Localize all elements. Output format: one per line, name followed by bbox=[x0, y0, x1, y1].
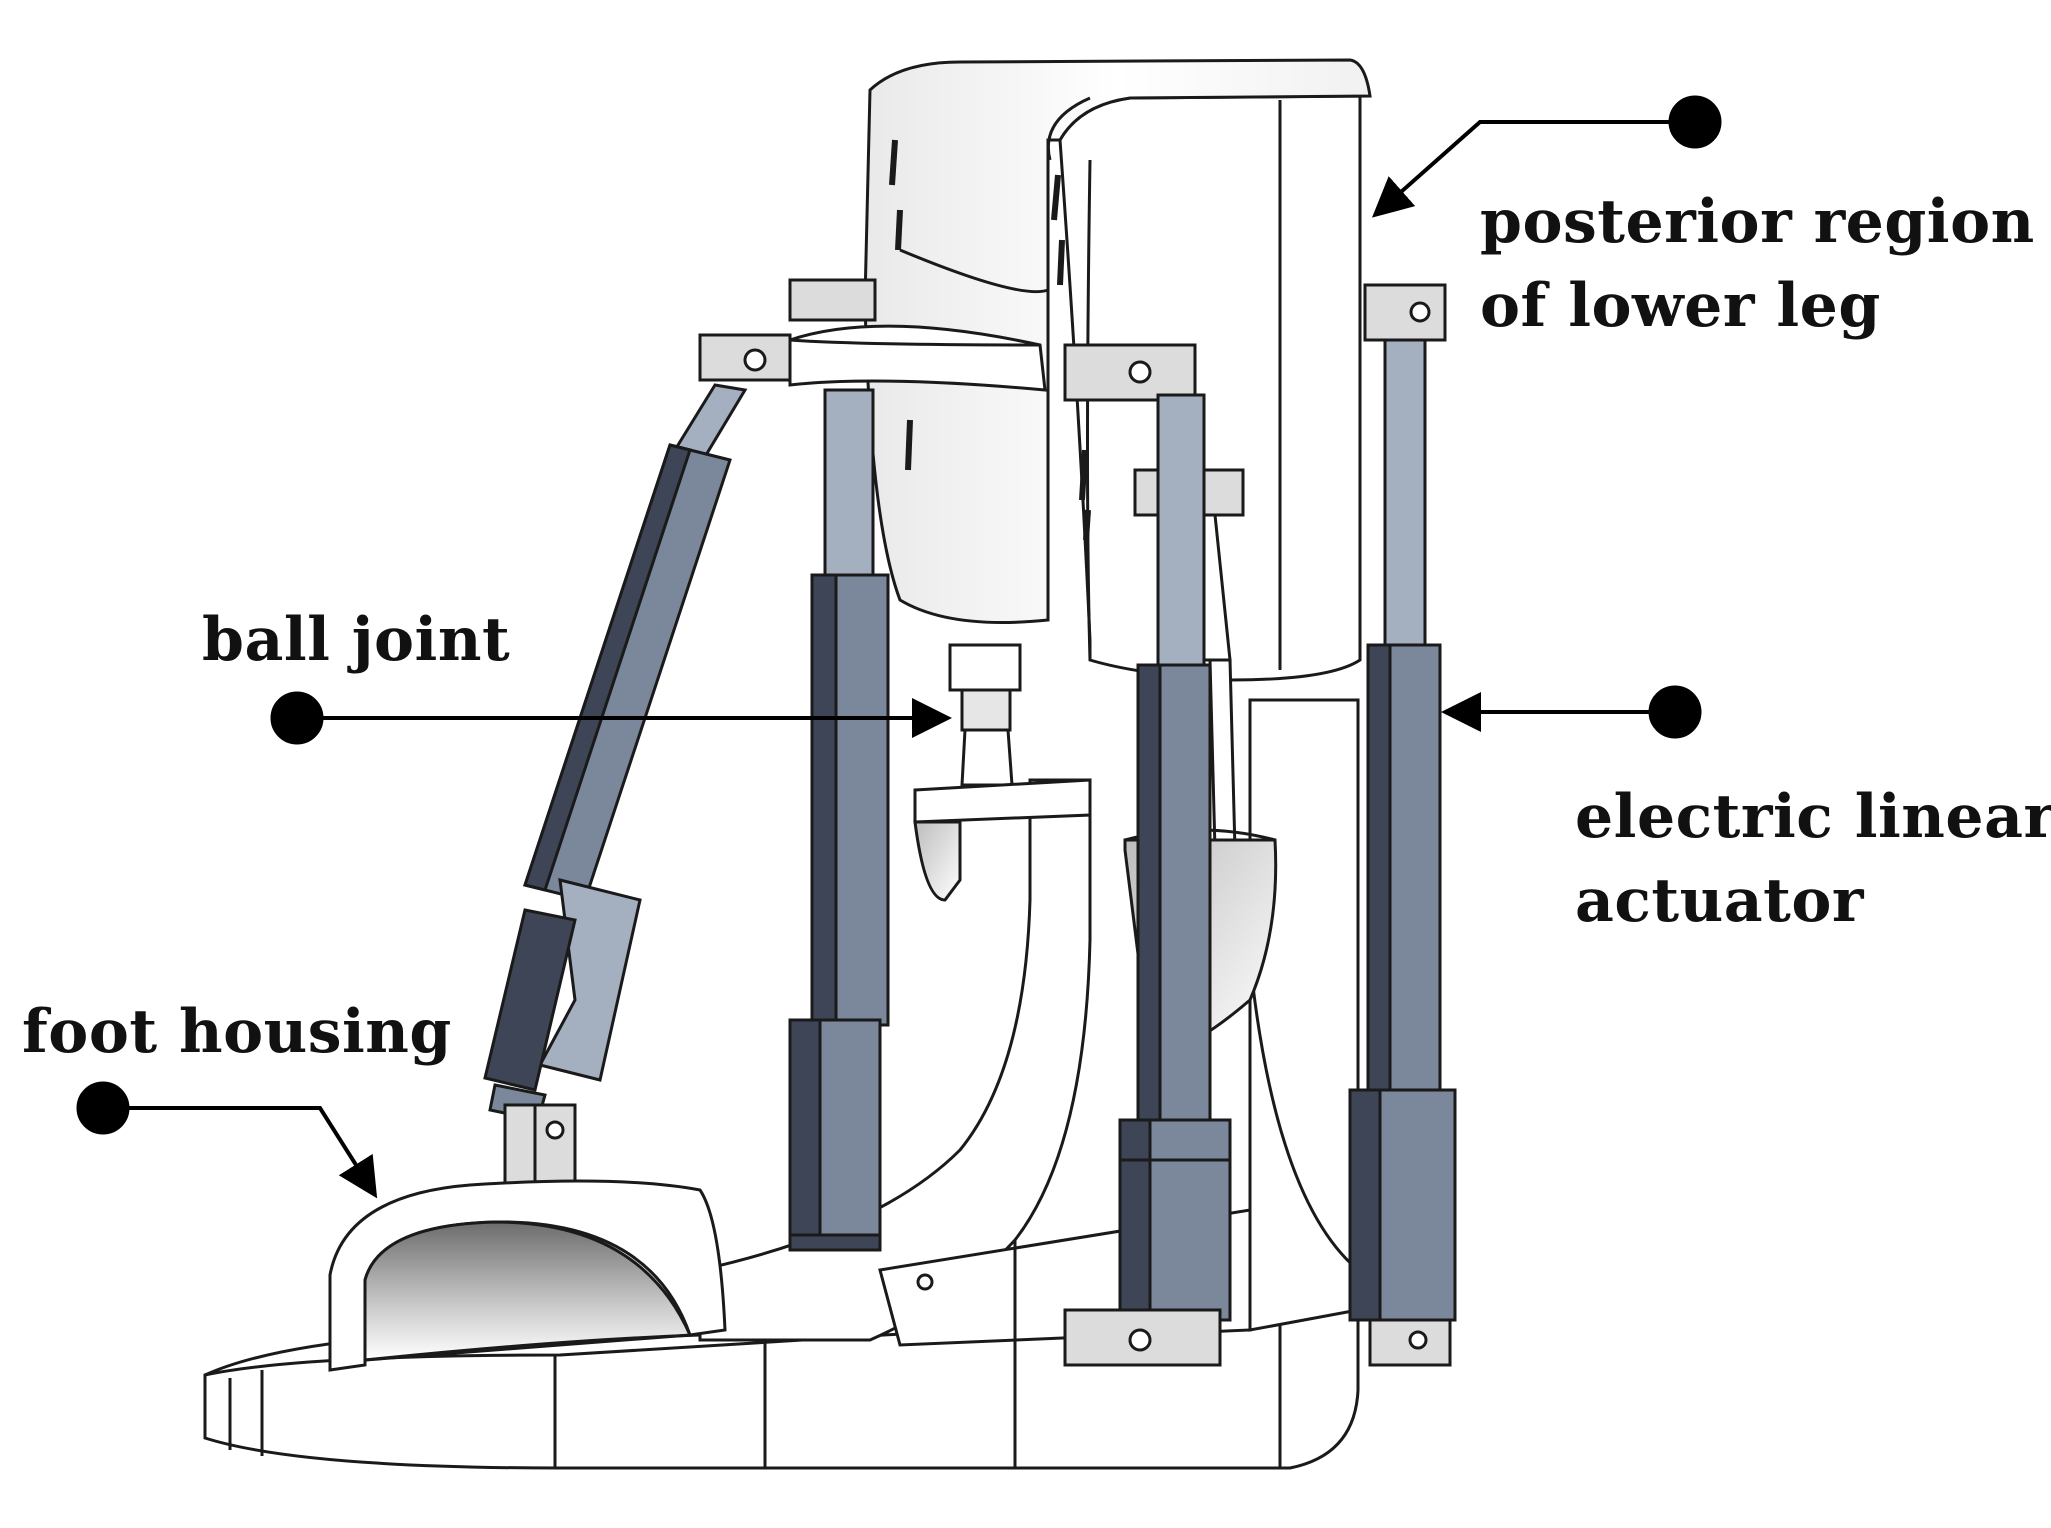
callouts bbox=[76, 95, 1722, 1199]
label-electric-linear-actuator: electric linear actuator bbox=[1575, 775, 2051, 943]
ball-joint bbox=[913, 643, 1092, 902]
callout-line-foot-housing bbox=[103, 1106, 378, 1199]
label-posterior-region: posterior region of lower leg bbox=[1480, 180, 2035, 348]
callout-line-posterior bbox=[1372, 120, 1695, 218]
label-ball-joint-text: ball joint bbox=[202, 605, 511, 675]
toe-arch bbox=[328, 1179, 727, 1372]
actuator-center-left bbox=[788, 388, 890, 1252]
label-foot-housing: foot housing bbox=[22, 990, 452, 1074]
upper-ring bbox=[788, 324, 1047, 392]
label-ball-joint: ball joint bbox=[202, 598, 510, 682]
label-actuator-line2: actuator bbox=[1575, 866, 1864, 936]
label-foot-housing-text: foot housing bbox=[22, 997, 452, 1067]
actuator-center-right bbox=[1063, 343, 1232, 1367]
actuator-right bbox=[1348, 283, 1457, 1367]
rear-upright bbox=[1248, 698, 1360, 1332]
actuator-front-left bbox=[483, 278, 877, 1192]
label-actuator-line1: electric linear bbox=[1575, 782, 2051, 852]
label-posterior-line1: posterior region bbox=[1480, 187, 2035, 257]
label-posterior-line2: of lower leg bbox=[1480, 271, 1881, 341]
